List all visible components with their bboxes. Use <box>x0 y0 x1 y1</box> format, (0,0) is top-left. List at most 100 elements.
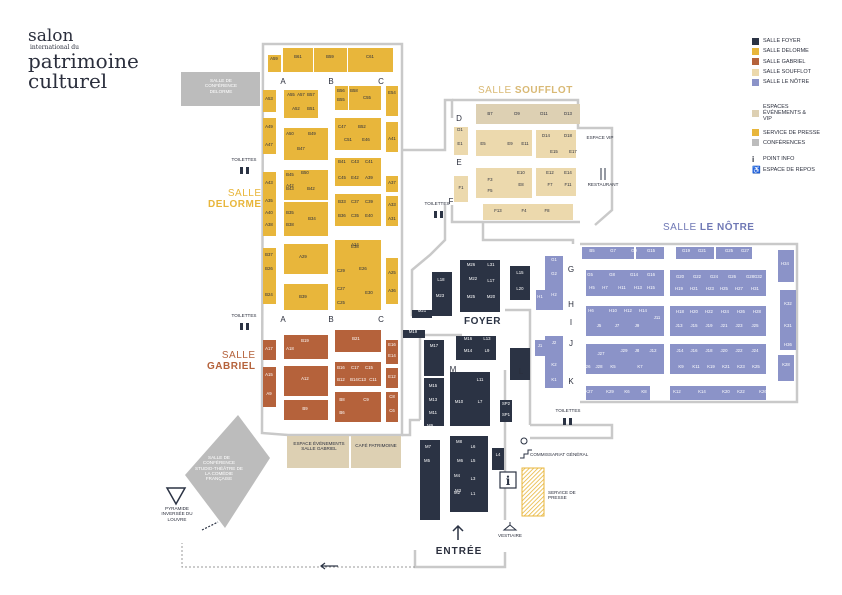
booth-label-g7: G7 <box>610 248 616 253</box>
legend-item-events: ESPACES ÉVÉNEMENTS & VIP <box>752 104 820 122</box>
booth-label-c9: C9 <box>363 397 369 402</box>
booth-label-b56: B56 <box>337 88 345 93</box>
booth-label-e42: E42 <box>351 175 359 180</box>
legend-item-gabriel: SALLE GABRIEL <box>752 57 820 67</box>
booth-label-c25: C25 <box>337 300 345 305</box>
booth-label-b51: B51 <box>307 106 315 111</box>
booth-label-j11: J11 <box>653 315 661 320</box>
logo-line-2: international du <box>30 44 79 51</box>
booth-label-h27: H27 <box>735 286 743 291</box>
salon-logo: salon international du patrimoine cultur… <box>28 26 139 93</box>
hall-title-soufflot: SALLE SOUFFLOT <box>478 85 573 96</box>
legend-item-conferences: CONFÉRENCES <box>752 138 820 148</box>
booth-label-m20: M20 <box>486 294 496 299</box>
booth-label-a55: A55 <box>287 92 295 97</box>
booth-label-e14: E14 <box>564 170 572 175</box>
booth-label-g20: G20 <box>675 274 685 279</box>
aisle-letter-J: J <box>569 339 573 348</box>
booth-label-b5: B5 <box>589 248 595 253</box>
booth-label-a53: A53 <box>265 96 273 101</box>
booth-label-b16: B16 <box>337 365 345 370</box>
booth-label-b19: B19 <box>301 338 309 343</box>
legend-swatch <box>752 47 759 55</box>
booth-label-k9: K9 <box>678 364 684 369</box>
booth-label-b45: B45 <box>286 172 294 177</box>
hall-title-gabriel-pre: SALLE <box>221 350 256 361</box>
booth-label-h34: H34 <box>781 261 789 266</box>
booth-label-h20: H20 <box>690 309 698 314</box>
booth-label-m17: M17 <box>429 343 439 348</box>
booth-label-c43: C43 <box>351 159 359 164</box>
booth-label-e46: E46 <box>362 137 370 142</box>
booth-label-e54: E54 <box>388 90 396 95</box>
legend-item-soufflot: SALLE SOUFFLOT <box>752 67 820 77</box>
booth-label-k23: K23 <box>737 364 745 369</box>
logo-line-1: salon <box>28 26 74 46</box>
booth-label-m7: M7 <box>425 444 431 449</box>
aisle-letter-L: L <box>519 367 524 376</box>
booth-label-g16: G16 <box>646 272 656 277</box>
booth-label-m10: M10 <box>454 399 464 404</box>
map-legend: SALLE FOYER SALLE DELORME SALLE GABRIEL … <box>752 36 820 175</box>
booth-label-g19: G19 <box>681 248 691 253</box>
aisle-letter-A: A <box>280 77 286 86</box>
booth-label-k19: K19 <box>707 364 715 369</box>
aisle-letter-B: B <box>328 77 333 86</box>
event-gabriel-label: ESPACE ÉVÉNEMENTS SALLE GABRIEL <box>293 441 345 452</box>
booth-label-h24: H24 <box>721 309 729 314</box>
booth-label-sp1: SP1 <box>501 412 511 417</box>
conference-studio-label: SALLE DE CONFÉRENCE STUDIO-THÉÂTRE DE LA… <box>195 455 243 482</box>
legend-swatch <box>752 58 759 66</box>
booth-label-j19: J19 <box>705 323 713 328</box>
legend-item-presse: SERVICE DE PRESSE <box>752 127 820 137</box>
booth-label-b14: B14 <box>350 377 358 382</box>
booth-label-c27: C27 <box>337 286 345 291</box>
booth-label-e8: E8 <box>518 182 524 187</box>
booth-label-l20: L20 <box>516 286 524 291</box>
press-service <box>521 467 545 517</box>
booth-label-h10: H10 <box>609 308 617 313</box>
booth-label-a24: A24 <box>351 242 359 247</box>
hall-title-soufflot-pre: SALLE <box>478 85 515 96</box>
booth-label-b33: B33 <box>338 199 346 204</box>
booth-label-h22: H22 <box>705 309 713 314</box>
booth-label-h6: H6 <box>588 308 594 313</box>
booth-label-k14: K14 <box>698 389 706 394</box>
aisle-letter-F: F <box>449 197 454 206</box>
booth-label-d14: D14 <box>542 133 550 138</box>
pyramide-label: PYRAMIDE INVERSÉE DU LOUVRE <box>161 506 193 522</box>
booth-label-k28: K28 <box>782 362 790 367</box>
booth-label-k6: K6 <box>624 389 630 394</box>
legend-item-lenotre: SALLE LE NÔTRE <box>752 77 820 87</box>
booth-label-l6: L6 <box>470 444 476 449</box>
booth-label-e11: E11 <box>521 141 529 146</box>
booth-label-a15: A15 <box>265 372 273 377</box>
legend-label: SALLE SOUFFLOT <box>763 69 811 76</box>
booth-label-e12: E12 <box>388 374 396 379</box>
booth-label-a57: A57 <box>297 92 305 97</box>
booth-label-e9: E9 <box>507 141 513 146</box>
booth-label-b50: B50 <box>301 170 309 175</box>
legend-label: POINT INFO <box>763 156 795 163</box>
booth-label-l18: L18 <box>437 277 445 282</box>
booth-label-h28: H28 <box>753 309 761 314</box>
legend-swatch <box>752 109 759 117</box>
booth-label-b42: B42 <box>307 186 315 191</box>
booth-label-c29: C29 <box>337 268 345 273</box>
booth-label-l13: L13 <box>483 336 491 341</box>
presse-label: SERVICE DE PRESSE <box>548 490 576 501</box>
booth-label-b6: B6 <box>339 410 345 415</box>
soufflot-booths <box>454 127 576 220</box>
booth-label-c13: C13 <box>358 377 366 382</box>
logo-line-4: culturel <box>28 69 108 93</box>
booth-label-j5: J5 <box>596 323 602 328</box>
booth-label-j25: J25 <box>751 323 759 328</box>
booth-label-a35: A35 <box>265 198 273 203</box>
rest-icon: ♿ <box>752 166 761 174</box>
booth-label-m9: M9 <box>427 423 433 428</box>
legend-label: CONFÉRENCES <box>763 139 806 146</box>
legend-item-repos: ♿ESPACE DE REPOS <box>752 164 820 174</box>
booth-label-j13: J13 <box>675 323 683 328</box>
rest-icon <box>520 437 528 445</box>
